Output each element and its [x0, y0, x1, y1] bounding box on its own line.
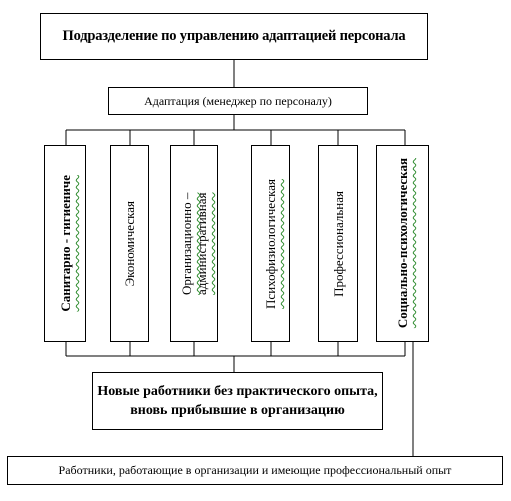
organizational-administrative-label: Организационно – административная: [179, 192, 209, 295]
new-workers-line-1: Новые работники без практического опыта,: [97, 384, 378, 399]
organizational-administrative-box: Организационно – административная: [170, 145, 218, 342]
professional-box: Профессиональная: [318, 145, 358, 342]
department-title-box: Подразделение по управлению адаптацией п…: [40, 13, 428, 60]
psychophysiological-label: Психофизиологическая: [263, 178, 278, 309]
economic-label: Экономическая: [122, 200, 137, 287]
sanitary-hygienic-box: Санитарно - гигиениче: [44, 145, 86, 342]
new-workers-box: Новые работники без практического опыта,…: [92, 372, 383, 430]
adaptation-label: Адаптация (менеджер по персоналу): [144, 93, 332, 108]
department-title: Подразделение по управлению адаптацией п…: [62, 28, 406, 44]
psychophysiological-box: Психофизиологическая: [251, 145, 290, 342]
experienced-workers-box: Работники, работающие в организации и им…: [7, 456, 503, 485]
sanitary-hygienic-label: Санитарно - гигиениче: [57, 175, 73, 312]
economic-box: Экономическая: [110, 145, 149, 342]
adaptation-box: Адаптация (менеджер по персоналу): [108, 87, 368, 115]
experienced-workers-label: Работники, работающие в организации и им…: [58, 463, 452, 477]
new-workers-line-2: вновь прибывшие в организацию: [130, 403, 345, 418]
professional-label: Профессиональная: [330, 190, 346, 297]
social-psychological-label: Социально-психологическая: [395, 158, 410, 329]
social-psychological-box: Социально-психологическая: [376, 145, 429, 342]
